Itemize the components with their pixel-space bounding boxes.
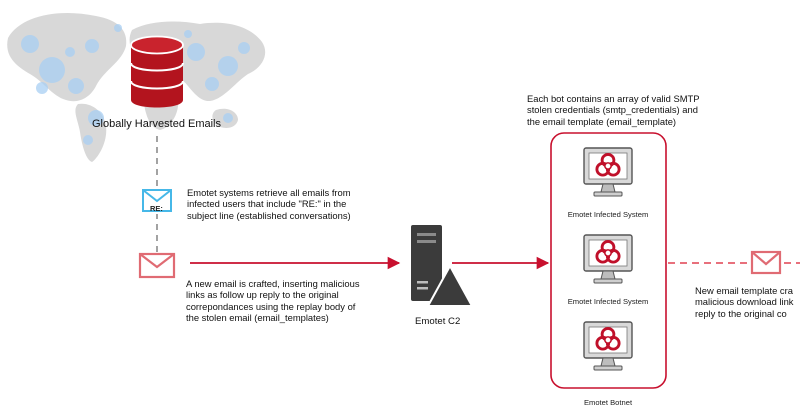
envelope-re-icon [142, 188, 172, 214]
server-icon [411, 225, 442, 301]
re-tag-label: RE: [150, 204, 163, 213]
infected-system-label: Emotet Infected System [567, 210, 649, 219]
c2-label: Emotet C2 [415, 316, 461, 327]
botnet-note: Each bot contains an array of valid SMTP… [527, 93, 700, 127]
database-icon [130, 35, 184, 108]
craft-description: A new email is crafted, inserting malici… [186, 278, 360, 324]
warning-triangle-icon [426, 263, 474, 307]
harvest-label: Globally Harvested Emails [92, 118, 221, 130]
envelope-icon [138, 252, 176, 279]
retrieve-description: Emotet systems retrieve all emails from … [187, 187, 351, 221]
infected-system-label: Emotet Infected System [567, 297, 649, 306]
envelope-icon [750, 250, 782, 275]
outgoing-description: New email template cra malicious downloa… [695, 285, 794, 319]
botnet-label: Emotet Botnet [583, 398, 633, 407]
